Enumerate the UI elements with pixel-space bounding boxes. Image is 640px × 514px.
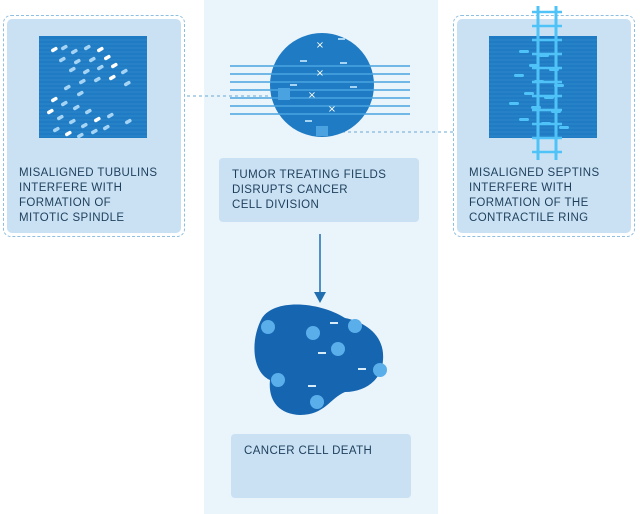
cross-mark-icon: ×: [328, 104, 336, 115]
septin-filament: [519, 50, 529, 53]
division-label-box: TUMOR TREATING FIELDS DISRUPTS CANCER CE…: [219, 158, 419, 222]
septin-filament: [519, 118, 529, 121]
chromosome-fragment: [338, 38, 345, 40]
field-junction: [278, 88, 290, 100]
dividing-cell: [270, 33, 374, 137]
apoptotic-bleb: [306, 326, 320, 340]
tubulin-dimer: [59, 56, 66, 63]
tubulin-dimer: [83, 68, 90, 75]
tubulin-dimer: [64, 84, 71, 91]
tubulin-dimer: [77, 90, 84, 97]
tubulin-dimer: [104, 54, 111, 61]
tubulin-dimer: [84, 44, 91, 51]
apoptotic-bleb: [310, 395, 324, 409]
chromosome-fragment: [305, 120, 312, 122]
tubulin-dimer: [79, 78, 86, 85]
tubulin-panel: MISALIGNED TUBULINS INTERFERE WITH FORMA…: [3, 15, 185, 237]
chromosome-fragment: [340, 62, 347, 64]
tubulin-dimer: [124, 80, 131, 87]
tubulin-dimer: [77, 132, 84, 139]
tubulin-illustration-svg: [39, 39, 147, 139]
tubulin-label: MISALIGNED TUBULINS INTERFERE WITH FORMA…: [19, 167, 158, 224]
tubulin-dimer: [89, 56, 96, 63]
tubulin-dimer: [125, 118, 132, 125]
apoptotic-bleb: [271, 373, 285, 387]
tubulin-dimer: [51, 46, 58, 53]
septin-filament: [509, 102, 519, 105]
tubulin-dimer: [69, 118, 76, 125]
tubulin-dimer: [103, 124, 110, 131]
arrow-down-icon: [314, 292, 326, 303]
tubulin-dimer: [73, 104, 80, 111]
tubulin-dimer: [91, 128, 98, 135]
chromosome-fragment: [350, 86, 357, 88]
septin-filament: [559, 126, 569, 129]
apoptotic-bleb: [348, 319, 362, 333]
contractile-ring: [532, 6, 562, 160]
tubulin-dimer: [61, 100, 68, 107]
cross-mark-icon: ×: [316, 40, 324, 51]
tubulin-dimer: [65, 130, 72, 137]
apoptotic-bleb: [373, 363, 387, 377]
tubulin-dimer: [51, 96, 58, 103]
tubulin-dimer: [109, 74, 116, 81]
death-label-box: CANCER CELL DEATH: [231, 434, 411, 498]
tubulin-dimer: [97, 64, 104, 71]
cell-debris: [308, 385, 316, 387]
septin-filament: [524, 92, 534, 95]
dead-cell: [254, 304, 384, 415]
septin-filament: [514, 74, 524, 77]
septin-panel: MISALIGNED SEPTINS INTERFERE WITH FORMAT…: [453, 15, 635, 237]
tubulin-dimer: [53, 126, 60, 133]
cell-debris: [330, 322, 338, 324]
cross-mark-icon: ×: [308, 90, 316, 101]
tubulin-dimer: [111, 62, 118, 69]
tubulin-dimer: [57, 114, 64, 121]
cell-debris: [358, 368, 366, 370]
tubulin-dimer: [94, 76, 101, 83]
chromosome-fragment: [300, 60, 307, 62]
tubulin-dimer: [107, 112, 114, 119]
cross-mark-icon: ×: [316, 68, 324, 79]
tubulin-dimer: [97, 46, 104, 53]
tubulin-dimer: [71, 48, 78, 55]
tubulin-dimer: [69, 66, 76, 73]
apoptotic-bleb: [331, 342, 345, 356]
tubulin-dimer: [47, 108, 54, 115]
tubulin-dimer: [74, 58, 81, 65]
tubulin-dimer: [85, 108, 92, 115]
septin-label: MISALIGNED SEPTINS INTERFERE WITH FORMAT…: [469, 167, 600, 224]
cell-debris: [318, 352, 326, 354]
chromosome-fragment: [290, 84, 297, 86]
field-lines: [230, 65, 410, 115]
cell-fragments: [261, 319, 387, 409]
field-junction: [316, 126, 328, 136]
tubulin-dimer: [81, 122, 88, 129]
cell-marks: ××××: [278, 38, 357, 136]
tubulin-dimer: [94, 116, 101, 123]
apoptotic-bleb: [261, 320, 275, 334]
tubulin-dimer: [121, 68, 128, 75]
tubulin-dimer: [61, 44, 68, 51]
tubulin-illustration: [39, 36, 147, 139]
